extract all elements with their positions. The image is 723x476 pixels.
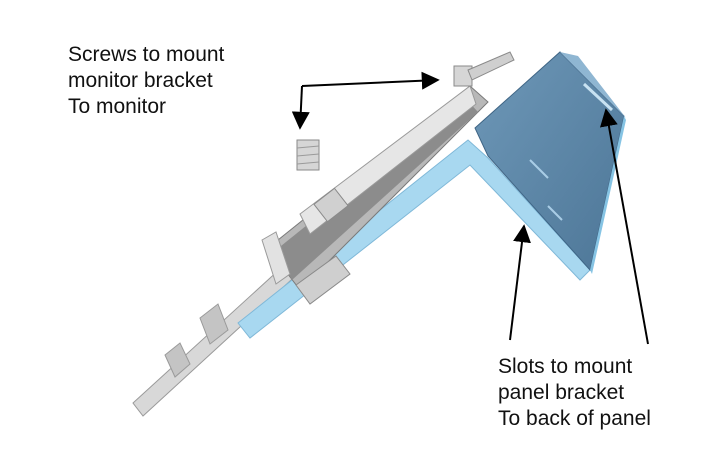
screws-arrows: [291, 71, 440, 130]
slots-callout-line-3: To back of panel: [498, 407, 651, 430]
slots-arrows: [509, 108, 649, 345]
upper-screw: [453, 51, 515, 87]
panel-bracket: [474, 51, 626, 274]
panel-edge-strip: [237, 139, 591, 339]
threaded-rod: [132, 257, 303, 417]
mounting-plate: [261, 85, 489, 305]
screws-callout-line-1: Screws to mount: [68, 43, 225, 66]
screws-callout-line-2: monitor bracket: [68, 69, 213, 92]
top-screw: [296, 139, 320, 171]
slots-callout-line-1: Slots to mount: [498, 355, 633, 378]
screws-callout: Screws to mount monitor bracket To monit…: [68, 42, 224, 120]
slots-callout: Slots to mount panel bracket To back of …: [498, 354, 651, 432]
slots-callout-line-2: panel bracket: [498, 381, 625, 404]
screws-callout-line-3: To monitor: [68, 95, 167, 118]
